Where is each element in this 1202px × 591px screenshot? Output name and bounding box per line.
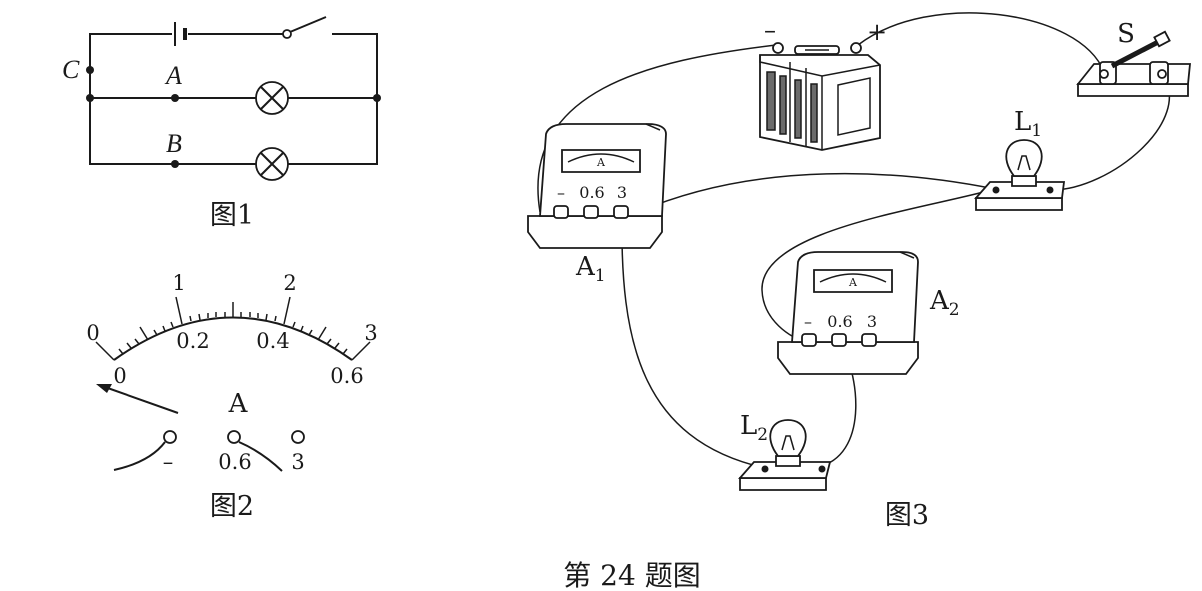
terminal-label: 3 (291, 450, 304, 474)
terminal-label: – (163, 450, 174, 474)
junction-dot (373, 94, 381, 102)
scale-bottom-label: 0 (113, 364, 126, 388)
fig2-ammeter-scale: 0 1 2 3 0 0.2 0.4 0.6 A – 0.6 3 图2 (86, 271, 377, 522)
point-c-label: C (62, 55, 80, 84)
a1-terminal-label: 3 (617, 183, 627, 202)
fig3-physical-circuit: – + S A – 0.6 3 (527, 12, 1191, 531)
point-a-dot (171, 94, 179, 102)
a2-terminal-label: – (804, 312, 812, 331)
meter-symbol: A (228, 389, 249, 419)
lamp-l1: L1 (974, 107, 1066, 211)
a2-terminal-label: 0.6 (827, 312, 852, 331)
junction-dot (86, 94, 94, 102)
lamp-l2: L2 (738, 411, 832, 491)
battery: – + (759, 16, 887, 151)
meter-pointer (101, 385, 179, 414)
wire-battery-minus-to-a1 (537, 44, 777, 213)
terminal-3 (291, 430, 305, 444)
question-caption: 第 24 题图 (563, 559, 700, 591)
a2-label: A2 (929, 286, 960, 320)
wire-a1-to-l2 (621, 211, 766, 469)
battery-minus-label: – (764, 16, 776, 44)
battery-plus-label: + (867, 18, 887, 46)
fig2-caption: 图2 (210, 491, 254, 522)
fig1-circuit-diagram: C A B 图1 (62, 16, 381, 231)
a1-terminal-label: – (557, 183, 565, 202)
scale-arc (113, 316, 353, 361)
scale-top-label: 1 (172, 271, 185, 295)
scale-bottom-label: 0.2 (176, 329, 209, 353)
fig1-caption: 图1 (210, 200, 254, 231)
terminal-minus (163, 430, 177, 444)
pointer-arrowhead (96, 384, 112, 393)
a2-dial-symbol: A (848, 276, 858, 289)
scale-bottom-label: 0.6 (330, 364, 363, 388)
wire-battery-plus-to-switch (857, 12, 1105, 73)
a1-label: A1 (575, 252, 606, 286)
switch-pivot (282, 29, 292, 39)
scale-top-label: 0 (86, 321, 99, 345)
terminal-0-6 (227, 430, 241, 444)
point-b-label: B (166, 129, 182, 158)
a1-dial-symbol: A (596, 156, 606, 169)
wire-to-minus (113, 441, 166, 471)
scale-top-label: 3 (364, 321, 377, 345)
wire-to-0-6 (238, 441, 283, 472)
switch-s: S (1076, 19, 1191, 97)
wire-a1-to-l1 (637, 172, 996, 213)
switch-label: S (1117, 19, 1135, 49)
fig3-caption: 图3 (885, 500, 929, 531)
ammeter-a2: A – 0.6 3 A2 (777, 251, 960, 375)
l1-label: L1 (1014, 107, 1042, 141)
a2-terminal-label: 3 (867, 312, 877, 331)
wire-l1-to-a2 (761, 188, 996, 344)
scale-top-label: 2 (283, 271, 296, 295)
ammeter-a1: A – 0.6 3 A1 (527, 123, 667, 286)
a1-terminal-label: 0.6 (579, 183, 604, 202)
point-b-dot (171, 160, 179, 168)
l2-label: L2 (740, 411, 768, 445)
scale-bottom-label: 0.4 (256, 329, 289, 353)
point-c-dot (86, 66, 94, 74)
switch-blade (289, 16, 327, 33)
point-a-label: A (164, 61, 182, 90)
terminal-label: 0.6 (218, 450, 251, 474)
